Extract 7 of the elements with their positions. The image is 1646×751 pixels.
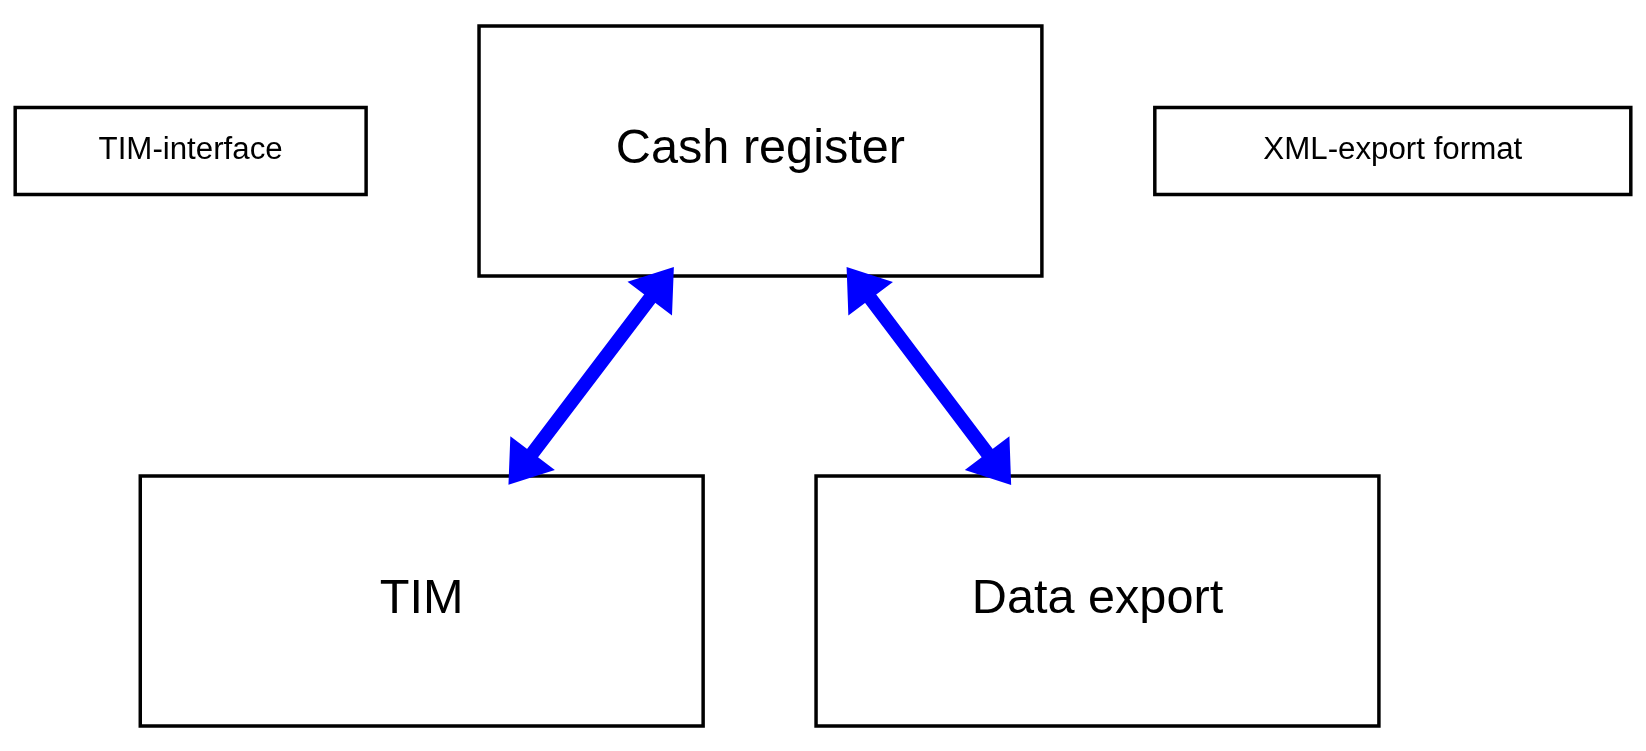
node-box: XML-export format — [1153, 105, 1633, 196]
arrow — [508, 266, 674, 485]
node-box: TIM — [138, 473, 705, 728]
node-box: Cash register — [477, 23, 1044, 278]
arrow — [846, 266, 1012, 485]
node-box: TIM-interface — [13, 105, 368, 196]
node-box: Data export — [814, 473, 1381, 728]
